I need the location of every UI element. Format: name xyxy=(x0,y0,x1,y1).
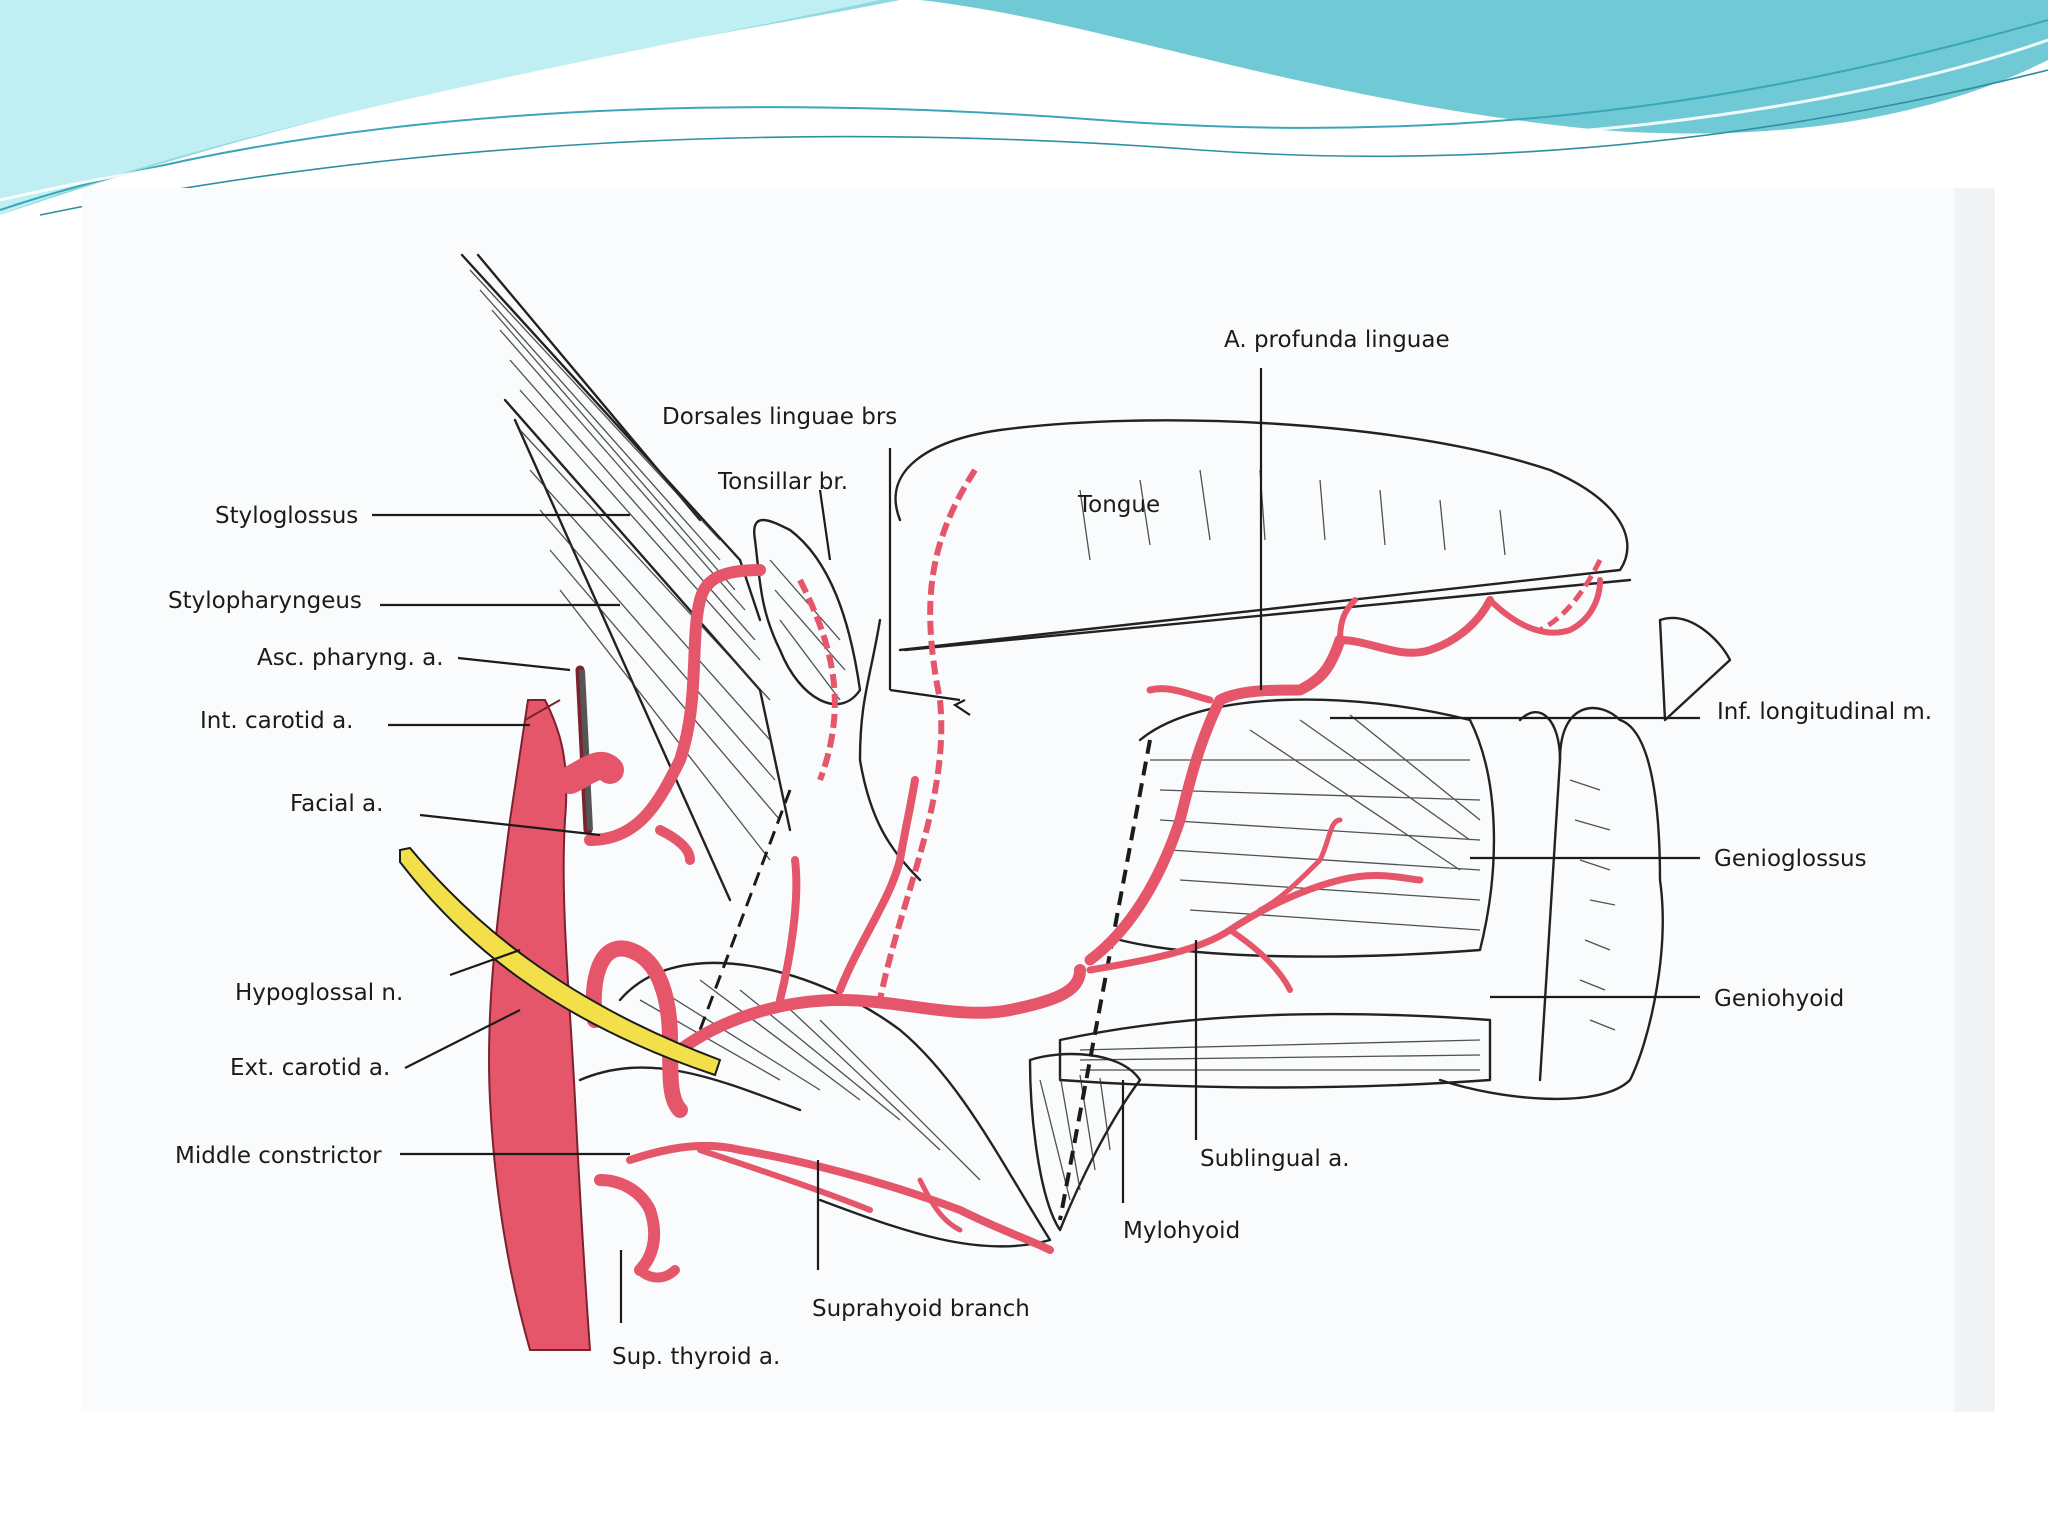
label-tonsillar-br: Tonsillar br. xyxy=(717,469,848,495)
label-tongue: Tongue xyxy=(1077,492,1160,518)
label-hypoglossal-n: Hypoglossal n. xyxy=(235,980,403,1006)
arteries xyxy=(488,564,1603,1351)
muscle-line-art xyxy=(460,253,1732,1248)
carotid-trunk xyxy=(488,699,592,1351)
label-mylohyoid: Mylohyoid xyxy=(1123,1218,1240,1244)
label-facial-a: Facial a. xyxy=(290,791,383,817)
label-styloglossus: Styloglossus xyxy=(215,503,358,529)
label-inf-longitudinal-m: Inf. longitudinal m. xyxy=(1717,699,1932,725)
hypoglossal-nerve xyxy=(399,846,722,1077)
illustration-plate xyxy=(82,188,1994,1412)
label-middle-constrictor: Middle constrictor xyxy=(175,1143,382,1169)
plate-shadow-right xyxy=(1955,188,1995,1412)
label-stylopharyngeus: Stylopharyngeus xyxy=(168,588,362,614)
label-asc-pharyng-a: Asc. pharyng. a. xyxy=(257,645,444,671)
dashed-lines xyxy=(698,468,1603,1221)
label-geniohyoid: Geniohyoid xyxy=(1714,986,1844,1012)
label-layer: A. profunda linguae Dorsales linguae brs… xyxy=(168,327,1932,1370)
label-int-carotid-a: Int. carotid a. xyxy=(200,708,354,734)
label-genioglossus: Genioglossus xyxy=(1714,846,1867,872)
label-ext-carotid-a: Ext. carotid a. xyxy=(230,1055,390,1081)
label-a-profunda-linguae: A. profunda linguae xyxy=(1224,327,1450,353)
leader-lines xyxy=(372,368,1700,1323)
label-suprahyoid-branch: Suprahyoid branch xyxy=(812,1296,1030,1322)
label-sup-thyroid-a: Sup. thyroid a. xyxy=(612,1344,780,1370)
header-wave-decoration xyxy=(0,0,2048,216)
label-sublingual-a: Sublingual a. xyxy=(1200,1146,1350,1172)
label-dorsales-linguae-brs: Dorsales linguae brs xyxy=(662,404,897,430)
